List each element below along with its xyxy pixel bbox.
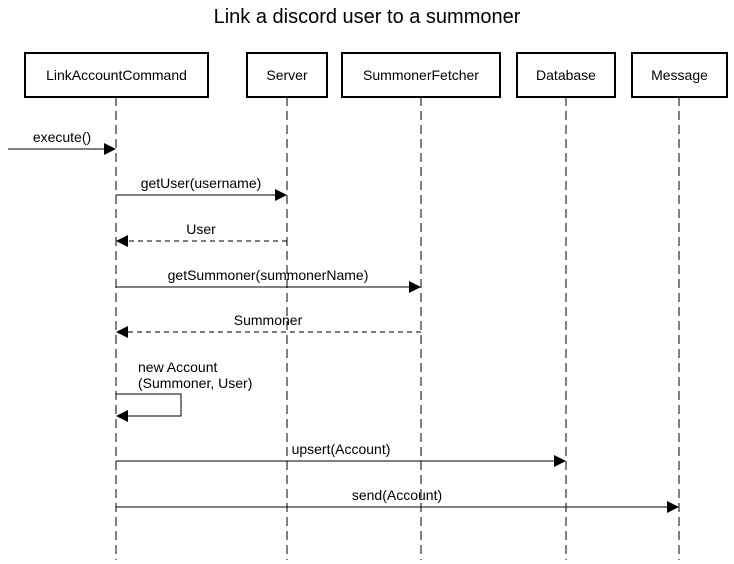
participant-box: [341, 52, 501, 98]
message-label: User: [186, 221, 216, 237]
message-label: Summoner: [234, 312, 303, 328]
message-return-summoner: Summoner: [116, 312, 421, 338]
participant-box: [516, 52, 616, 98]
message-new-account: new Account (Summoner, User): [116, 359, 252, 422]
participant-label: LinkAccountCommand: [46, 67, 187, 83]
message-label: execute(): [33, 129, 91, 145]
participant-label: Message: [651, 67, 708, 83]
message-label: upsert(Account): [292, 441, 391, 457]
message-execute: execute(): [8, 129, 116, 155]
message-label: getSummoner(summonerName): [168, 267, 369, 283]
message-label: getUser(username): [141, 175, 262, 191]
participant-linkaccountcommand: LinkAccountCommand: [24, 52, 209, 98]
participant-summonerfetcher: SummonerFetcher: [341, 52, 501, 98]
participant-database: Database: [516, 52, 616, 98]
message-label-line-2: (Summoner, User): [138, 375, 252, 391]
message-upsert: upsert(Account): [116, 441, 566, 467]
message-get-user: getUser(username): [116, 175, 287, 201]
arrow-head: [116, 235, 128, 247]
message-label: send(Account): [352, 487, 442, 503]
arrow-head: [104, 143, 116, 155]
message-label-line-1: new Account: [138, 359, 217, 375]
participant-box: [631, 52, 728, 98]
participant-label: Server: [266, 67, 308, 83]
arrow-head: [409, 281, 421, 293]
arrow-head: [275, 189, 287, 201]
participant-server: Server: [246, 52, 328, 98]
self-call-line: [116, 393, 182, 417]
participant-box: [246, 52, 328, 98]
arrow-head: [116, 410, 128, 422]
participant-label: SummonerFetcher: [363, 67, 479, 83]
diagram-title: Link a discord user to a summoner: [214, 6, 521, 28]
message-get-summoner: getSummoner(summonerName): [116, 267, 421, 293]
arrow-head: [554, 455, 566, 467]
lifelines: [115, 97, 680, 560]
participant-message: Message: [631, 52, 728, 98]
arrow-head: [667, 501, 679, 513]
message-send: send(Account): [116, 487, 679, 513]
participant-box: [24, 52, 209, 98]
arrow-head: [116, 326, 128, 338]
participant-label: Database: [536, 67, 596, 83]
message-return-user: User: [116, 221, 287, 247]
